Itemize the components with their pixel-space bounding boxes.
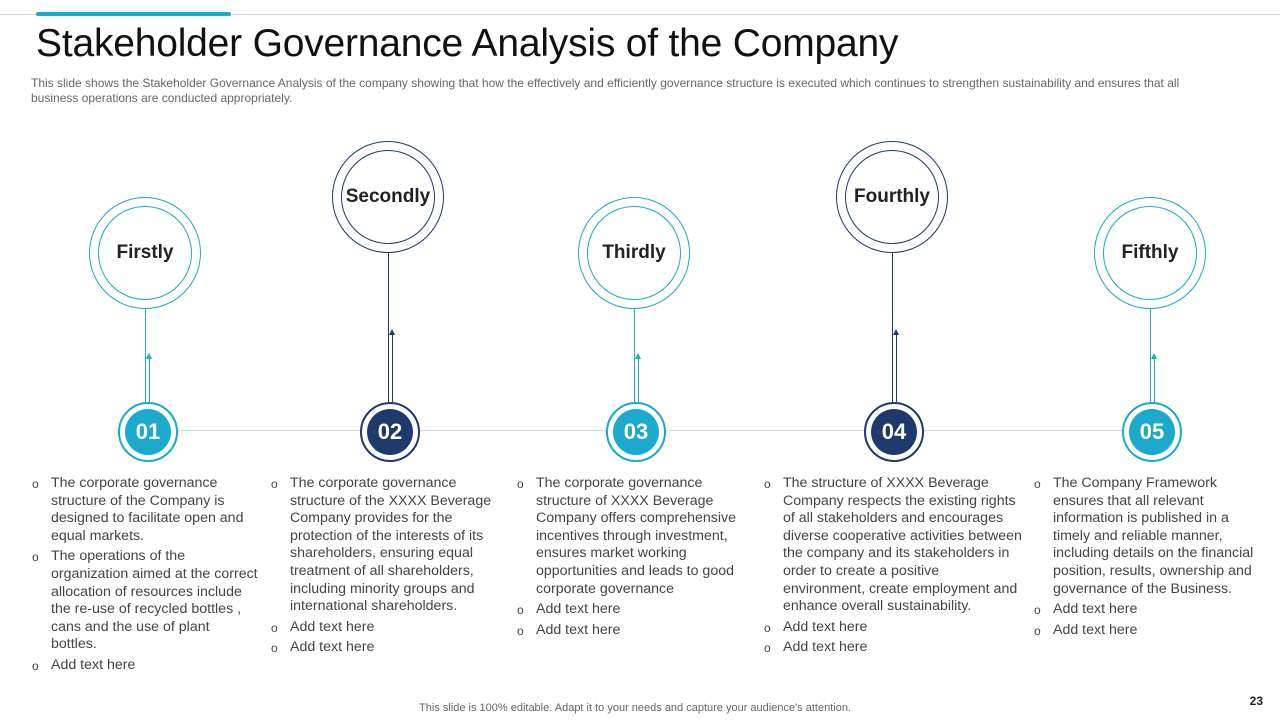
step-number: 01	[135, 419, 161, 444]
bullet-item: Add text here	[764, 639, 1022, 657]
step-number: 04	[881, 419, 907, 444]
step-label: Firstly	[116, 242, 174, 263]
connector-line	[1150, 309, 1151, 402]
bullet-item: Add text here	[32, 657, 258, 675]
slide-subtitle: This slide shows the Stakeholder Governa…	[31, 76, 1180, 105]
connector-line	[388, 253, 389, 402]
step-number-badge: 03	[606, 402, 666, 462]
connector-line	[1154, 358, 1155, 402]
connector-line	[892, 253, 893, 402]
step-number: 02	[377, 419, 403, 444]
step-number: 05	[1139, 419, 1165, 444]
slide-title: Stakeholder Governance Analysis of the C…	[36, 22, 899, 65]
step-circle-secondly: Secondly	[332, 141, 444, 253]
bullet-item: Add text here	[517, 601, 753, 619]
bullet-item: The corporate governance structure of th…	[32, 475, 258, 545]
step-details-1: The corporate governance structure of th…	[32, 475, 258, 678]
step-number-badge: 02	[360, 402, 420, 462]
arrow-up-icon	[389, 329, 395, 335]
bullet-item: Add text here	[517, 622, 753, 640]
step-label: Fifthly	[1121, 242, 1179, 263]
page-number: 23	[1249, 694, 1263, 708]
arrow-up-icon	[635, 353, 641, 359]
connector-line	[145, 309, 146, 402]
step-label: Secondly	[345, 186, 431, 207]
step-number: 03	[623, 419, 649, 444]
step-circle-firstly: Firstly	[89, 197, 201, 309]
step-details-5: The Company Framework ensures that all r…	[1034, 475, 1266, 642]
slide-footer: This slide is 100% editable. Adapt it to…	[419, 702, 851, 714]
bullet-item: Add text here	[271, 639, 507, 657]
step-number-badge: 01	[118, 402, 178, 462]
step-number-badge: 05	[1122, 402, 1182, 462]
connector-line	[634, 309, 635, 402]
step-circle-fifthly: Fifthly	[1094, 197, 1206, 309]
connector-line	[896, 334, 897, 402]
header-accent-bar	[36, 12, 231, 16]
bullet-item: The corporate governance structure of XX…	[517, 475, 753, 598]
connector-line	[392, 334, 393, 402]
arrow-up-icon	[893, 329, 899, 335]
step-details-4: The structure of XXXX Beverage Company r…	[764, 475, 1022, 660]
step-details-2: The corporate governance structure of th…	[271, 475, 507, 660]
bullet-item: The structure of XXXX Beverage Company r…	[764, 475, 1022, 616]
step-number-badge: 04	[864, 402, 924, 462]
step-label: Thirdly	[602, 242, 666, 263]
step-circle-thirdly: Thirdly	[578, 197, 690, 309]
bullet-item: The operations of the organization aimed…	[32, 548, 258, 654]
step-circle-fourthly: Fourthly	[836, 141, 948, 253]
bullet-item: Add text here	[1034, 601, 1266, 619]
header-divider	[0, 14, 1280, 15]
bullet-item: The Company Framework ensures that all r…	[1034, 475, 1266, 598]
bullet-item: Add text here	[1034, 622, 1266, 640]
arrow-up-icon	[146, 353, 152, 359]
bullet-item: Add text here	[764, 619, 1022, 637]
step-label: Fourthly	[854, 186, 930, 207]
bullet-item: Add text here	[271, 619, 507, 637]
connector-line	[149, 358, 150, 402]
bullet-item: The corporate governance structure of th…	[271, 475, 507, 616]
connector-line	[638, 358, 639, 402]
arrow-up-icon	[1151, 353, 1157, 359]
step-details-3: The corporate governance structure of XX…	[517, 475, 753, 642]
